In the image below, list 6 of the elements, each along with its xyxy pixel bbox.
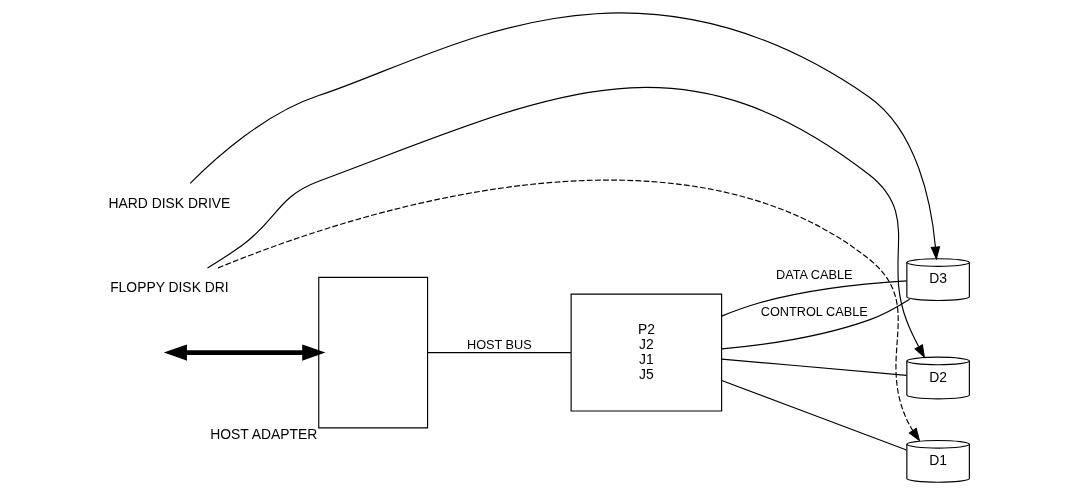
edge-label: CONTROL CABLE — [760, 304, 868, 320]
node-label: HOST ADAPTER — [209, 425, 317, 442]
node-text: FLOPPY DISK DRI — [109, 279, 229, 296]
node-text: HARD DISK DRIVE — [107, 194, 230, 211]
edge-label: DATA CABLE — [775, 267, 853, 283]
edge-label: HOST BUS — [466, 336, 532, 352]
